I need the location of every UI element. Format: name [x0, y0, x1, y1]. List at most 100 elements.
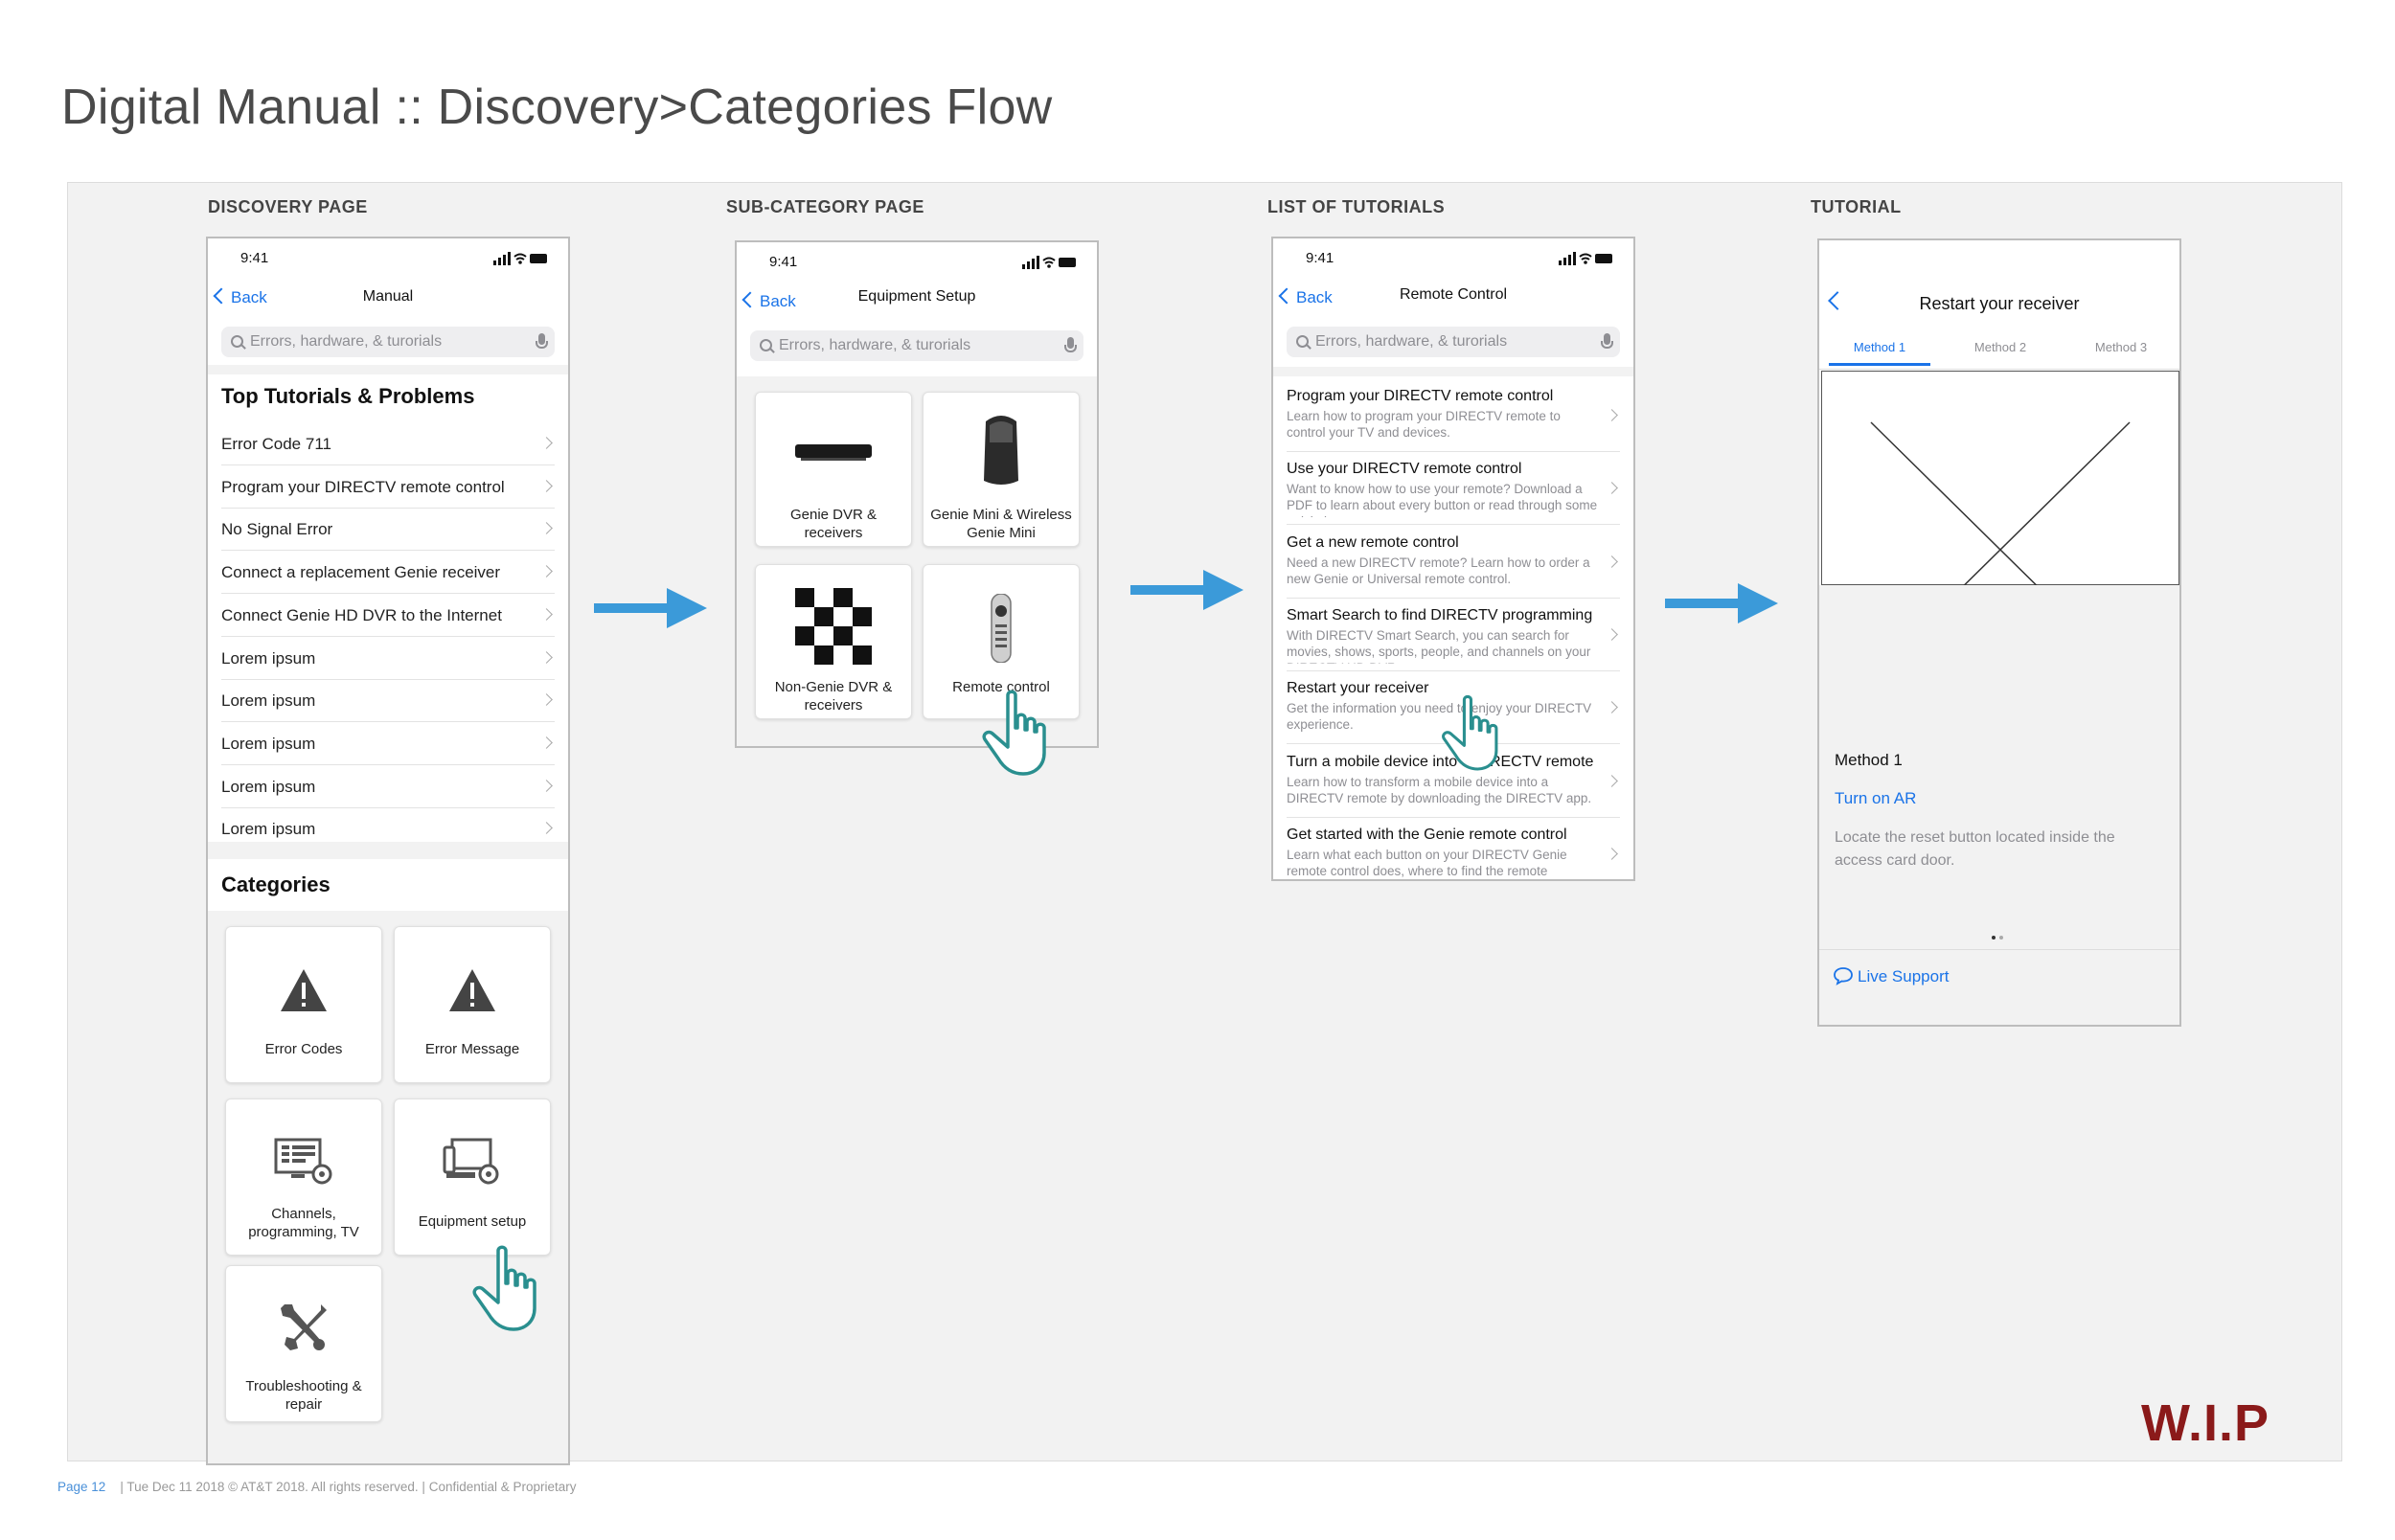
turn-on-ar-link[interactable]: Turn on AR: [1835, 789, 1917, 807]
tutorial-item[interactable]: Get started with the Genie remote contro…: [1287, 817, 1620, 879]
checker-placeholder-image: [795, 588, 872, 665]
list-item-label: Lorem ipsum: [221, 734, 316, 753]
nav-title: Equipment Setup: [857, 288, 976, 305]
section-label-list: LIST OF TUTORIALS: [1267, 197, 1446, 216]
subcategory-card-genie-dvr[interactable]: Genie DVR & receivers: [755, 392, 912, 547]
nav-title: Remote Control: [1399, 286, 1508, 303]
search-input[interactable]: Errors, hardware, & turorials: [1287, 327, 1620, 357]
list-item[interactable]: Connect Genie HD DVR to the Internet: [221, 594, 555, 637]
list-item-label: Error Code 711: [221, 435, 331, 453]
status-time: 9:41: [769, 254, 798, 270]
section-label-discovery: DISCOVERY PAGE: [208, 197, 368, 216]
tutorial-description: Learn what each button on your DIRECTV G…: [1287, 847, 1567, 878]
status-bar: 9:41: [1273, 250, 1633, 271]
list-item-label: No Signal Error: [221, 520, 333, 539]
back-button[interactable]: Back: [213, 287, 267, 307]
tutorial-title: Smart Search to find DIRECTV programming: [1287, 606, 1593, 623]
list-item[interactable]: No Signal Error: [221, 508, 555, 552]
divider: [208, 842, 568, 859]
chevron-right-icon: [540, 565, 553, 578]
flow-arrow-right: [1665, 583, 1778, 623]
status-icons: [1559, 252, 1612, 265]
tutorial-description: Need a new DIRECTV remote? Learn how to …: [1287, 555, 1590, 586]
search-input[interactable]: Errors, hardware, & turorials: [221, 327, 555, 357]
microphone-icon[interactable]: [536, 333, 548, 349]
page-dot-active: [1992, 936, 1996, 940]
category-card-error-message[interactable]: Error Message: [394, 926, 551, 1083]
search-input[interactable]: Errors, hardware, & turorials: [750, 330, 1083, 361]
list-item-label: Lorem ipsum: [221, 691, 316, 711]
subcategory-card-remote-control[interactable]: Remote control: [923, 564, 1080, 719]
divider: [1273, 367, 1633, 376]
footer-text: | Tue Dec 11 2018 © AT&T 2018. All right…: [120, 1480, 577, 1494]
back-button[interactable]: Back: [1278, 287, 1333, 307]
list-item-label: Lorem ipsum: [221, 820, 316, 839]
chevron-right-icon: [1606, 628, 1618, 641]
category-card-error-codes[interactable]: Error Codes: [225, 926, 382, 1083]
warning-icon: [281, 969, 327, 1011]
tab-method-3[interactable]: Method 3: [2094, 340, 2148, 354]
list-item[interactable]: Lorem ipsum: [221, 679, 555, 723]
tutorial-description: With DIRECTV Smart Search, you can searc…: [1287, 627, 1591, 664]
subcategory-screen: 9:41 Back Equipment Setup Errors, hardwa…: [735, 240, 1099, 748]
list-item-label: Connect Genie HD DVR to the Internet: [221, 605, 502, 624]
list-item-label: Lorem ipsum: [221, 777, 316, 796]
footer: Page 12 | Tue Dec 11 2018 © AT&T 2018. A…: [57, 1480, 577, 1494]
category-card-channels[interactable]: Channels, programming, TV: [225, 1098, 382, 1256]
list-item[interactable]: Lorem ipsum: [221, 765, 555, 808]
chevron-right-icon: [540, 650, 553, 664]
flow-arrow-right: [1130, 570, 1243, 610]
category-card-troubleshooting[interactable]: Troubleshooting & repair: [225, 1265, 382, 1422]
chevron-right-icon: [540, 779, 553, 792]
tap-hand-icon: [982, 690, 1046, 776]
tap-hand-icon: [472, 1245, 536, 1331]
tools-icon: [281, 1304, 327, 1350]
chevron-right-icon: [540, 479, 553, 492]
list-item[interactable]: Program your DIRECTV remote control: [221, 465, 555, 509]
chevron-right-icon: [540, 437, 553, 449]
list-item[interactable]: Error Code 711: [221, 422, 555, 465]
tutorial-title: Turn a mobile device into a DIRECTV remo…: [1287, 753, 1594, 770]
tutorial-screen: Restart your receiver Method 1 Method 2 …: [1817, 238, 2181, 1027]
section-label-tutorial: TUTORIAL: [1811, 197, 1902, 216]
status-icons: [493, 252, 547, 265]
wip-stamp: W.I.P: [2141, 1394, 2270, 1452]
tutorial-description: Want to know how to use your remote? Dow…: [1287, 482, 1598, 517]
list-item[interactable]: Lorem ipsum: [221, 722, 555, 765]
divider: [1819, 369, 2179, 370]
top-tutorials-heading: Top Tutorials & Problems: [221, 384, 475, 408]
genie-mini-image: [984, 416, 1018, 485]
tutorial-title: Program your DIRECTV remote control: [1287, 388, 1554, 404]
subcategory-card-non-genie[interactable]: Non-Genie DVR & receivers: [755, 564, 912, 719]
category-card-equipment-setup[interactable]: Equipment setup: [394, 1098, 551, 1256]
subcategory-card-genie-mini[interactable]: Genie Mini & Wireless Genie Mini: [923, 392, 1080, 547]
back-button[interactable]: Back: [741, 291, 796, 311]
receiver-image: [795, 444, 872, 461]
method-title: Method 1: [1835, 751, 1903, 769]
chevron-right-icon: [1606, 774, 1618, 787]
microphone-icon[interactable]: [1601, 333, 1613, 349]
status-bar: 9:41: [208, 250, 568, 271]
live-support-button[interactable]: Live Support: [1833, 966, 1949, 986]
tutorial-item[interactable]: Turn a mobile device into a DIRECTV remo…: [1287, 744, 1620, 818]
chevron-right-icon: [540, 693, 553, 707]
tutorial-item[interactable]: Smart Search to find DIRECTV programming…: [1287, 598, 1620, 671]
nav-title: Manual: [362, 288, 414, 305]
tutorial-title: Get a new remote control: [1287, 533, 1459, 551]
chevron-right-icon: [1606, 847, 1618, 860]
tutorial-description: Get the information you need to enjoy yo…: [1287, 701, 1592, 733]
remote-image: [991, 594, 1012, 663]
tutorial-title: Get started with the Genie remote contro…: [1287, 826, 1567, 843]
tab-method-2[interactable]: Method 2: [1973, 340, 2027, 354]
list-item[interactable]: Connect a replacement Genie receiver: [221, 551, 555, 595]
discovery-screen: 9:41 Back Manual Errors, hardware, & tur…: [206, 237, 570, 1465]
tab-method-1[interactable]: Method 1: [1853, 340, 1906, 354]
list-item[interactable]: Lorem ipsum: [221, 637, 555, 680]
microphone-icon[interactable]: [1064, 337, 1077, 352]
status-bar: 9:41: [737, 254, 1097, 275]
page-number: Page 12: [57, 1480, 106, 1494]
status-time: 9:41: [1306, 250, 1334, 266]
